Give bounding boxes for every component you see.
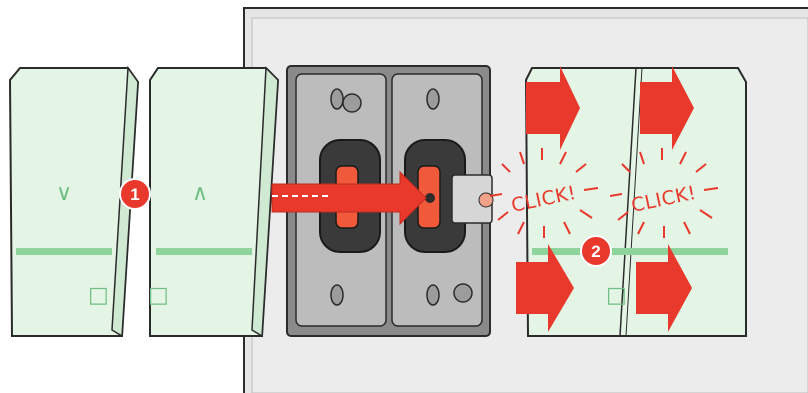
installed-indicator-symbol: □ — [606, 283, 627, 308]
indicator-symbol-partial: □ — [148, 283, 169, 308]
step-badge-1: 1 — [120, 179, 150, 209]
arrow-up-symbol: ∧ — [192, 181, 208, 206]
indicator-symbol: □ — [88, 283, 109, 308]
step-number-1: 1 — [130, 185, 139, 204]
step-badge-2: 2 — [581, 236, 611, 266]
step-number-2: 2 — [591, 242, 600, 261]
arrow-down-symbol: ∨ — [56, 181, 72, 206]
rocker-cover-left: ∨ □ — [10, 68, 138, 336]
rocker-cover-right: ∧ □ — [148, 68, 278, 336]
